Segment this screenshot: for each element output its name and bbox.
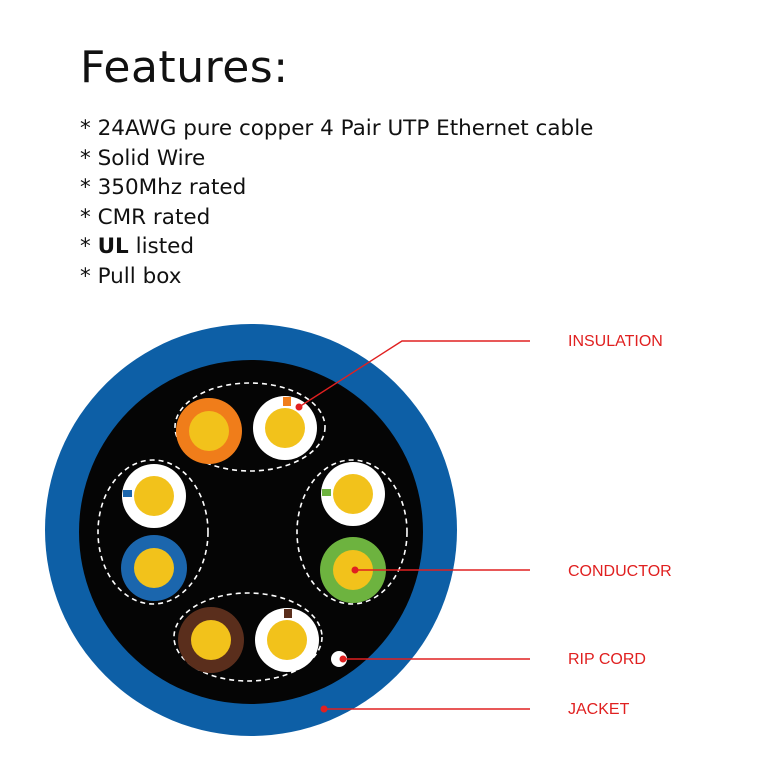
pair-outline-orange (174, 382, 326, 472)
stripe-orange (283, 397, 291, 406)
label-insulation: INSULATION (568, 333, 663, 350)
feature-item: * Pull box (80, 263, 182, 289)
label-conductor: CONDUCTOR (568, 563, 672, 580)
label-jacket: JACKET (568, 701, 630, 718)
stripe-blue (123, 490, 132, 497)
rip-cord (331, 651, 347, 667)
conductor-orange (189, 411, 229, 451)
pair-outline-green (296, 459, 408, 605)
stripe-brown (284, 609, 292, 618)
feature-item: * 350Mhz rated (80, 175, 247, 201)
feature-item: * CMR rated (80, 204, 211, 230)
conductor-brown (191, 620, 231, 660)
feature-item: * 24AWG pure copper 4 Pair UTP Ethernet … (80, 116, 594, 141)
pair-outline-blue (97, 459, 209, 605)
conductor-white-brown (267, 620, 307, 660)
conductor-white-blue (134, 476, 174, 516)
feature-list: * 24AWG pure copper 4 Pair UTP Ethernet … (80, 114, 593, 292)
label-rip-cord: RIP CORD (568, 651, 646, 668)
cable-core (79, 360, 423, 704)
feature-item: * UL listed (80, 234, 195, 260)
pair-outline-brown (173, 592, 323, 682)
callout-dot-insulation (295, 403, 303, 411)
callout-dot-conductor (351, 566, 359, 574)
callout-line-insulation (298, 340, 530, 408)
conductor-blue (134, 548, 174, 588)
stripe-green (322, 489, 331, 496)
callout-dot-jacket (320, 705, 328, 713)
conductor-white-green (333, 474, 373, 514)
features-heading: Features: (80, 42, 289, 93)
conductor-white-orange (265, 408, 305, 448)
feature-item: * Solid Wire (80, 145, 206, 171)
callout-dot-rip-cord (339, 655, 347, 663)
